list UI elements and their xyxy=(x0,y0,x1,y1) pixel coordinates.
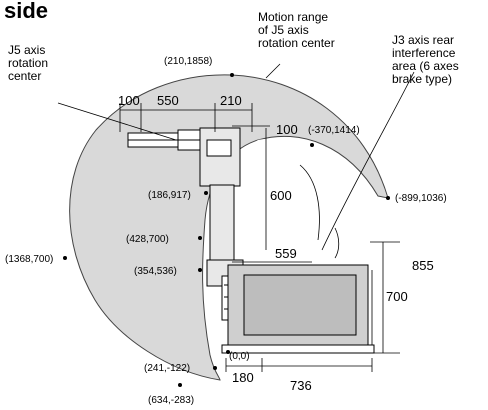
annotation-line: Motion range xyxy=(258,10,328,24)
annotation-line: of J5 axis xyxy=(258,23,309,37)
annotation-line: brake type) xyxy=(392,72,452,86)
dim-bottom-180: 180 xyxy=(232,370,254,385)
coord-mid-left-c: (354,536) xyxy=(134,266,177,277)
coord-top: (210,1858) xyxy=(164,56,212,67)
coord-mid-left-b: (428,700) xyxy=(126,234,169,245)
coord-bottom: (634,-283) xyxy=(148,395,194,406)
dim-top-550: 550 xyxy=(157,93,179,108)
diagram-title: side xyxy=(4,0,48,23)
annotation-j5-range: Motion range of J5 axis rotation center xyxy=(258,10,335,50)
base-cabinet xyxy=(221,264,375,354)
coord-origin: (0,0) xyxy=(229,351,250,362)
annotation-line: center xyxy=(8,69,41,83)
point-markers xyxy=(63,73,390,387)
annotation-line: rotation xyxy=(8,56,48,70)
dim-vert-600: 600 xyxy=(270,188,292,203)
annotation-line: J3 axis rear xyxy=(392,33,454,47)
coord-low-left: (241,-122) xyxy=(144,363,190,374)
annotation-j3-rear: J3 axis rear interference area (6 axes b… xyxy=(392,33,459,86)
annotation-line: J5 axis xyxy=(8,43,45,57)
coord-mid-left-a: (186,917) xyxy=(148,190,191,201)
coord-upper-right: (-370,1414) xyxy=(308,125,360,136)
coord-far-right: (-899,1036) xyxy=(395,193,447,204)
dim-vert-855: 855 xyxy=(412,258,434,273)
annotation-line: interference xyxy=(392,46,456,60)
dim-top-100: 100 xyxy=(118,93,140,108)
annotation-j5-center: J5 axis rotation center xyxy=(8,43,48,83)
dim-top-210: 210 xyxy=(220,93,242,108)
dim-vert-700: 700 xyxy=(386,289,408,304)
dimension-lines xyxy=(119,103,400,372)
j3-rear-arcs xyxy=(299,164,340,259)
inner-clearance-area xyxy=(217,138,345,262)
annotation-line: area (6 axes xyxy=(392,59,459,73)
dim-bottom-736: 736 xyxy=(290,378,312,393)
dim-right-100: 100 xyxy=(276,122,298,137)
leader-lines xyxy=(57,63,415,251)
dim-horiz-559: 559 xyxy=(275,246,297,261)
annotation-line: rotation center xyxy=(258,36,335,50)
motion-range-area xyxy=(69,74,389,381)
coord-far-left: (1368,700) xyxy=(5,254,53,265)
